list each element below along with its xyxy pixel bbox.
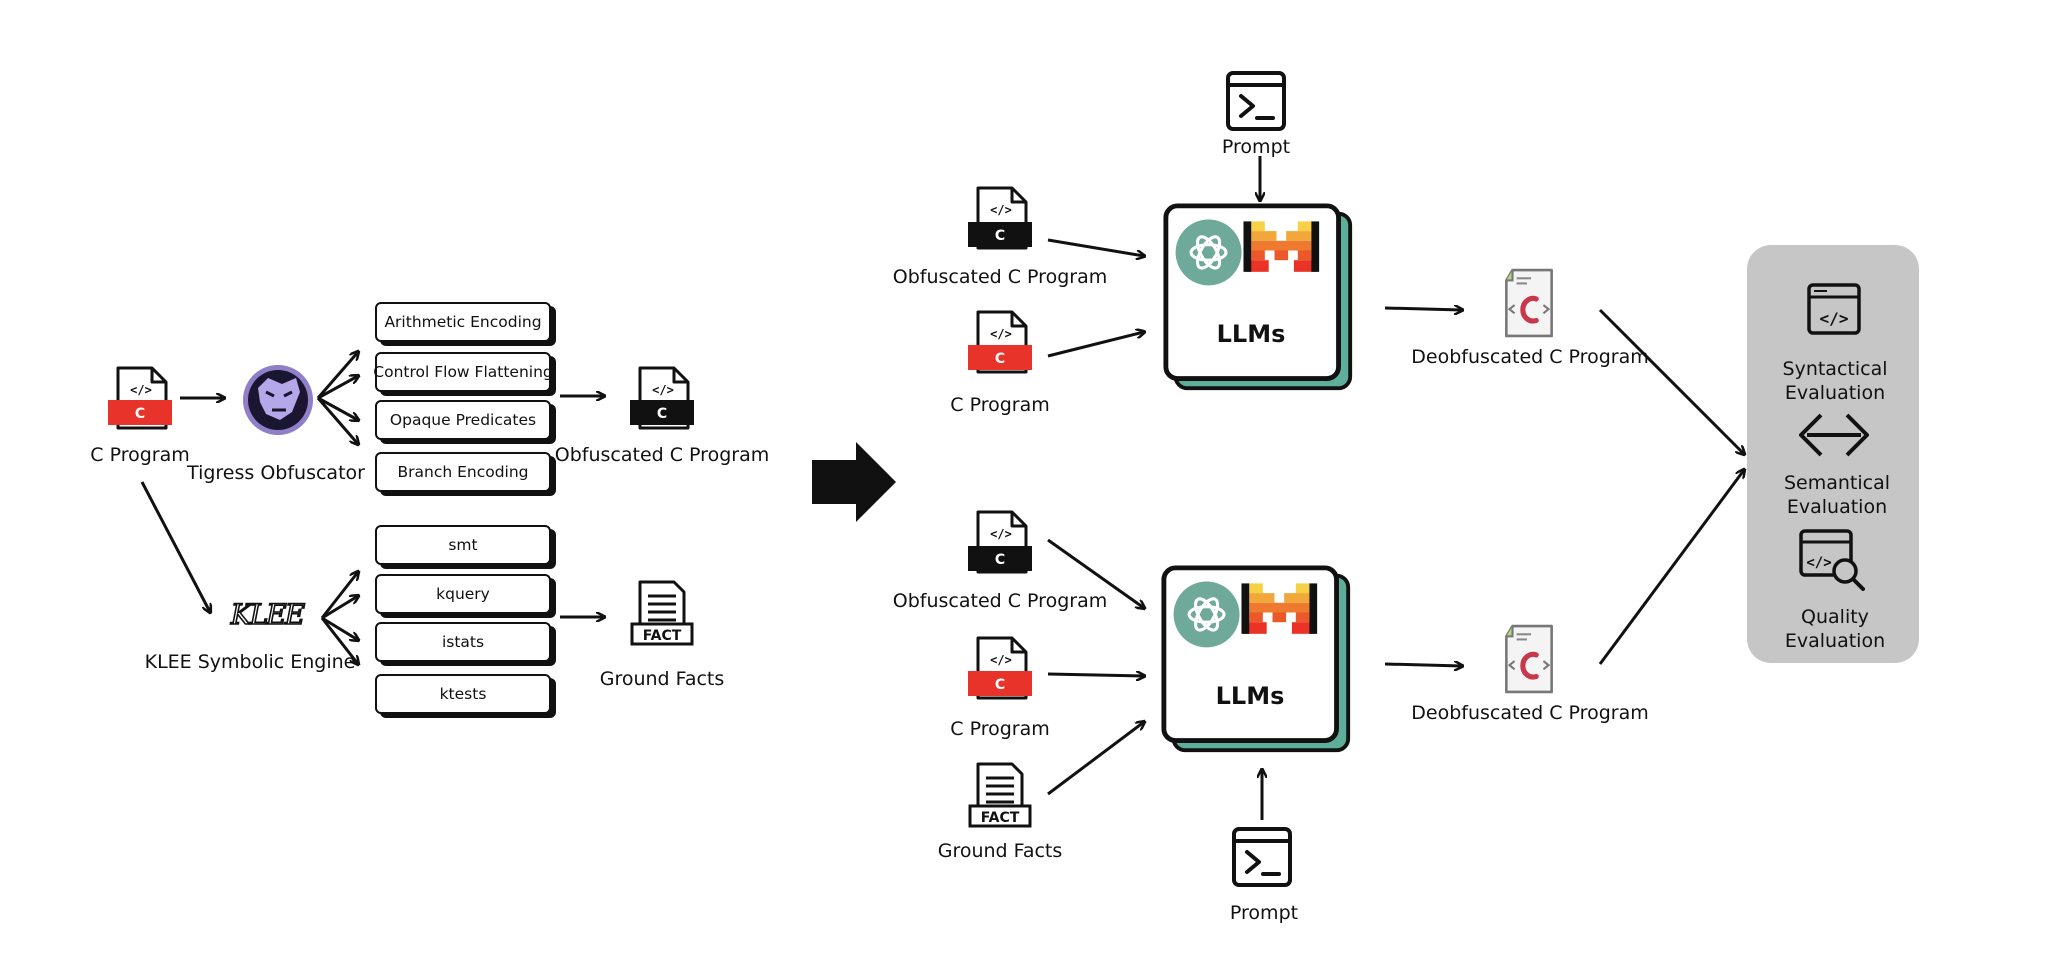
double-arrow-icon xyxy=(1799,413,1869,457)
arrow xyxy=(317,376,358,400)
arrow xyxy=(316,397,358,444)
prompt-terminal-icon xyxy=(1226,71,1286,131)
evaluation-icons: </> </> xyxy=(1799,283,1869,591)
arrow xyxy=(1598,308,1744,454)
transformation-box: Control Flow Flattening xyxy=(373,352,553,392)
c-program-label: C Program xyxy=(950,394,1050,416)
llms-label: LLMs xyxy=(1215,682,1285,710)
c-program-label: C Program xyxy=(90,444,190,466)
transformation-box: Branch Encoding xyxy=(375,452,551,492)
tigress-obfuscator-label: Tigress Obfuscator xyxy=(187,462,365,484)
ground-facts-label: Ground Facts xyxy=(937,840,1063,862)
llms-label: LLMs xyxy=(1216,320,1286,348)
arrow xyxy=(1047,538,1144,608)
c-badge-text: C xyxy=(995,552,1005,568)
arrow xyxy=(317,396,358,420)
llm-block-icon xyxy=(1164,568,1348,750)
arrow xyxy=(320,572,358,619)
tigress-logo-icon xyxy=(243,365,313,435)
arrow xyxy=(1384,664,1462,666)
arrow xyxy=(1384,308,1462,310)
c-badge-text: C xyxy=(135,406,145,422)
klee-output-box: kquery xyxy=(375,574,551,614)
klee-logo-text: KLEE xyxy=(230,598,305,631)
klee-output-box: smt xyxy=(375,525,551,565)
c-program-file-icon: C xyxy=(968,636,1032,700)
arrow xyxy=(140,481,210,612)
obfuscated-c-program-file-icon: C xyxy=(968,510,1032,574)
obfuscated-c-program-label: Obfuscated C Program xyxy=(892,266,1108,288)
big-right-arrow-icon xyxy=(812,442,896,522)
deobfuscated-c-file-icon xyxy=(1506,270,1551,336)
arrow xyxy=(1598,470,1744,665)
klee-output-box: ktests xyxy=(375,674,551,714)
c-badge-text: C xyxy=(995,351,1005,367)
c-program-label: C Program xyxy=(950,718,1050,740)
fact-badge-text: FACT xyxy=(981,810,1020,826)
arrow xyxy=(1047,332,1144,358)
deobfuscated-c-file-icon xyxy=(1506,626,1551,692)
c-program-file-icon: C xyxy=(968,310,1032,374)
arrow xyxy=(1047,674,1144,676)
prompt-label: Prompt xyxy=(1229,902,1299,924)
arrow xyxy=(320,617,358,664)
code-search-icon: </> xyxy=(1799,529,1865,591)
prompt-terminal-icon xyxy=(1232,827,1292,887)
deobfuscated-c-program-label: Deobfuscated C Program xyxy=(1411,702,1649,724)
obfuscated-c-program-label: Obfuscated C Program xyxy=(554,444,770,466)
deobfuscated-c-program-label: Deobfuscated C Program xyxy=(1411,346,1649,368)
klee-output-box: istats xyxy=(375,622,551,662)
arrow xyxy=(316,352,358,399)
fact-badge-text: FACT xyxy=(643,628,682,644)
transformation-box: Arithmetic Encoding xyxy=(375,302,551,342)
arrow xyxy=(1047,722,1144,796)
klee-symbolic-engine-label: KLEE Symbolic Engine xyxy=(144,651,356,673)
arrow xyxy=(321,616,358,640)
ground-facts-icon: FACT xyxy=(630,580,694,646)
code-window-icon: </> xyxy=(1807,283,1861,335)
ground-facts-icon: FACT xyxy=(968,762,1032,828)
ground-facts-label: Ground Facts xyxy=(599,668,725,690)
prompt-label: Prompt xyxy=(1221,136,1291,158)
obfuscated-c-program-file-icon: C xyxy=(630,366,694,430)
llm-block-icon xyxy=(1166,206,1350,388)
code-glyph-text: </> xyxy=(1806,555,1831,571)
top-arrows xyxy=(1047,156,1744,454)
c-badge-text: C xyxy=(995,677,1005,693)
left-arrows xyxy=(140,352,604,664)
code-glyph-text: </> xyxy=(1820,309,1849,328)
klee-logo-icon: KLEE xyxy=(229,597,308,632)
c-badge-text: C xyxy=(995,228,1005,244)
transformation-box: Opaque Predicates xyxy=(375,400,551,440)
c-program-file-icon: C xyxy=(108,366,172,430)
obfuscated-c-program-file-icon: C xyxy=(968,186,1032,250)
bottom-arrows xyxy=(1047,470,1744,820)
c-badge-text: C xyxy=(657,406,667,422)
obfuscated-c-program-label: Obfuscated C Program xyxy=(892,590,1108,612)
arrow xyxy=(321,596,358,620)
arrow xyxy=(1047,238,1144,256)
